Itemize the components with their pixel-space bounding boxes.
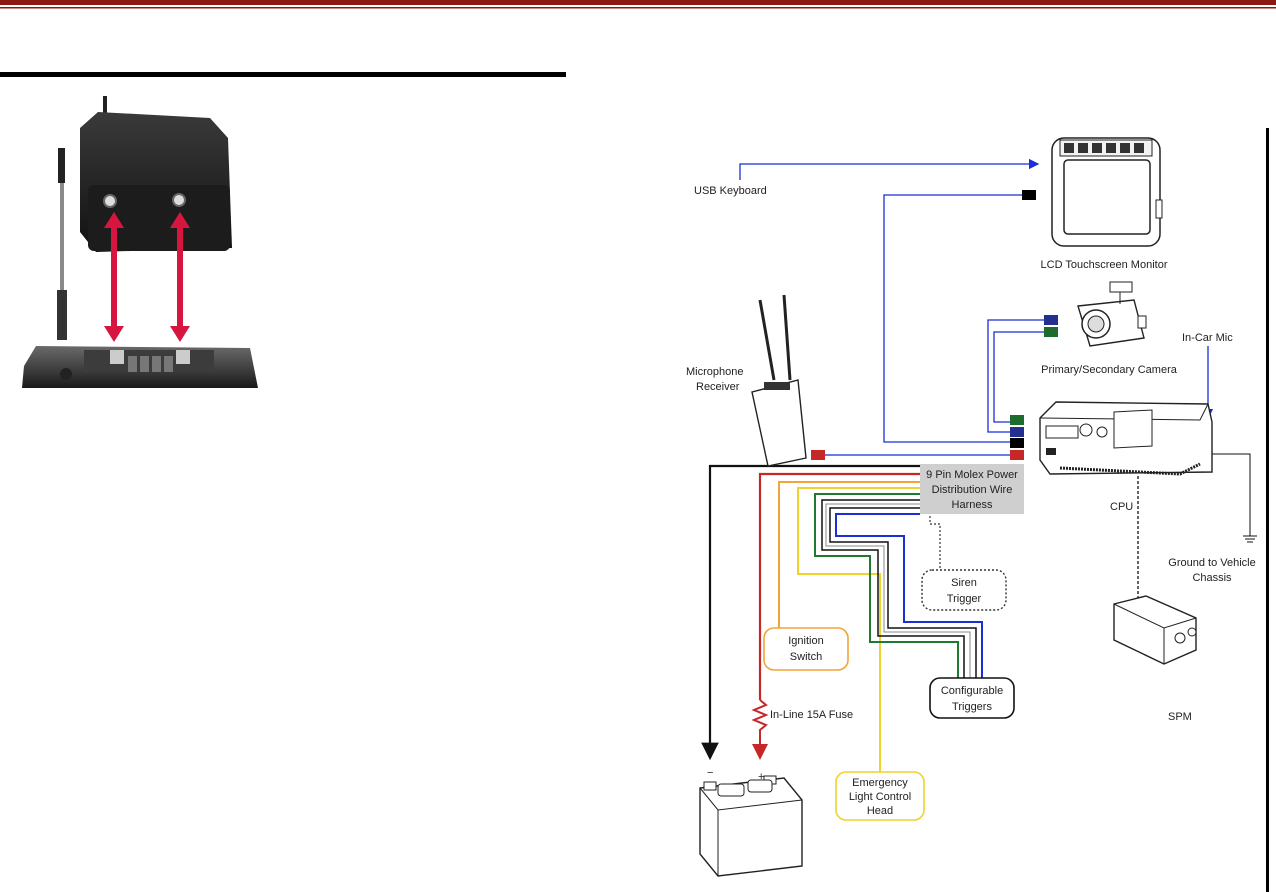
lcd-monitor-drawing — [1052, 138, 1162, 246]
microphone-receiver-drawing — [752, 295, 806, 466]
emergency-label-line-1: Emergency — [852, 777, 908, 789]
cpu-drawing — [1040, 402, 1212, 474]
ignition-switch-box: Ignition Switch — [764, 628, 848, 670]
mic-receiver-label-line-2: Receiver — [696, 381, 740, 393]
battery-drawing — [700, 776, 802, 876]
emergency-label-line-2: Light Control — [849, 791, 911, 803]
monitor-video-wire — [884, 195, 1024, 442]
emergency-light-box: Emergency Light Control Head — [836, 772, 924, 820]
in-car-mic-label: In-Car Mic — [1182, 332, 1233, 344]
cpu-connectors — [1010, 415, 1024, 460]
cpu-label: CPU — [1110, 501, 1133, 513]
right-border-line — [1266, 128, 1269, 892]
siren-trigger-box: Siren Trigger — [922, 570, 1006, 610]
harness-box: 9 Pin Molex Power Distribution Wire Harn… — [920, 464, 1024, 514]
usb-keyboard-label: USB Keyboard — [694, 185, 767, 197]
battery-plus-label: + — [758, 771, 764, 783]
spm-drawing — [1114, 596, 1196, 664]
ground-label-line-2: Chassis — [1192, 572, 1232, 584]
header-rule — [0, 0, 1276, 9]
lcd-monitor-label: LCD Touchscreen Monitor — [1041, 259, 1168, 271]
emergency-label-line-3: Head — [867, 805, 893, 817]
fuse-label: In-Line 15A Fuse — [770, 709, 853, 721]
ignition-label-line-2: Switch — [790, 651, 822, 663]
usb-keyboard-wire — [740, 164, 1038, 180]
wireless-mic-photo — [22, 96, 258, 388]
siren-label-line-2: Trigger — [947, 593, 982, 605]
ignition-label-line-1: Ignition — [788, 635, 823, 647]
fuse-zigzag — [754, 700, 766, 758]
battery-minus-label: − — [707, 767, 713, 779]
config-label-line-1: Configurable — [941, 685, 1003, 697]
config-label-line-2: Triggers — [952, 701, 992, 713]
ground-symbol — [1243, 536, 1257, 542]
camera-drawing — [1078, 282, 1146, 346]
configurable-triggers-box: Configurable Triggers — [930, 678, 1014, 718]
monitor-connector — [1022, 190, 1036, 200]
mic-receiver-label-line-1: Microphone — [686, 366, 743, 378]
harness-label-line-3: Harness — [952, 499, 993, 511]
camera-label: Primary/Secondary Camera — [1041, 364, 1178, 376]
ground-label-line-1: Ground to Vehicle — [1168, 557, 1255, 569]
siren-label-line-1: Siren — [951, 577, 977, 589]
spm-label: SPM — [1168, 711, 1192, 723]
siren-wire — [930, 512, 940, 572]
section-rule — [0, 72, 566, 77]
harness-label-line-2: Distribution Wire — [932, 484, 1013, 496]
camera-wire-green — [994, 332, 1044, 422]
harness-label-line-1: 9 Pin Molex Power — [926, 469, 1018, 481]
